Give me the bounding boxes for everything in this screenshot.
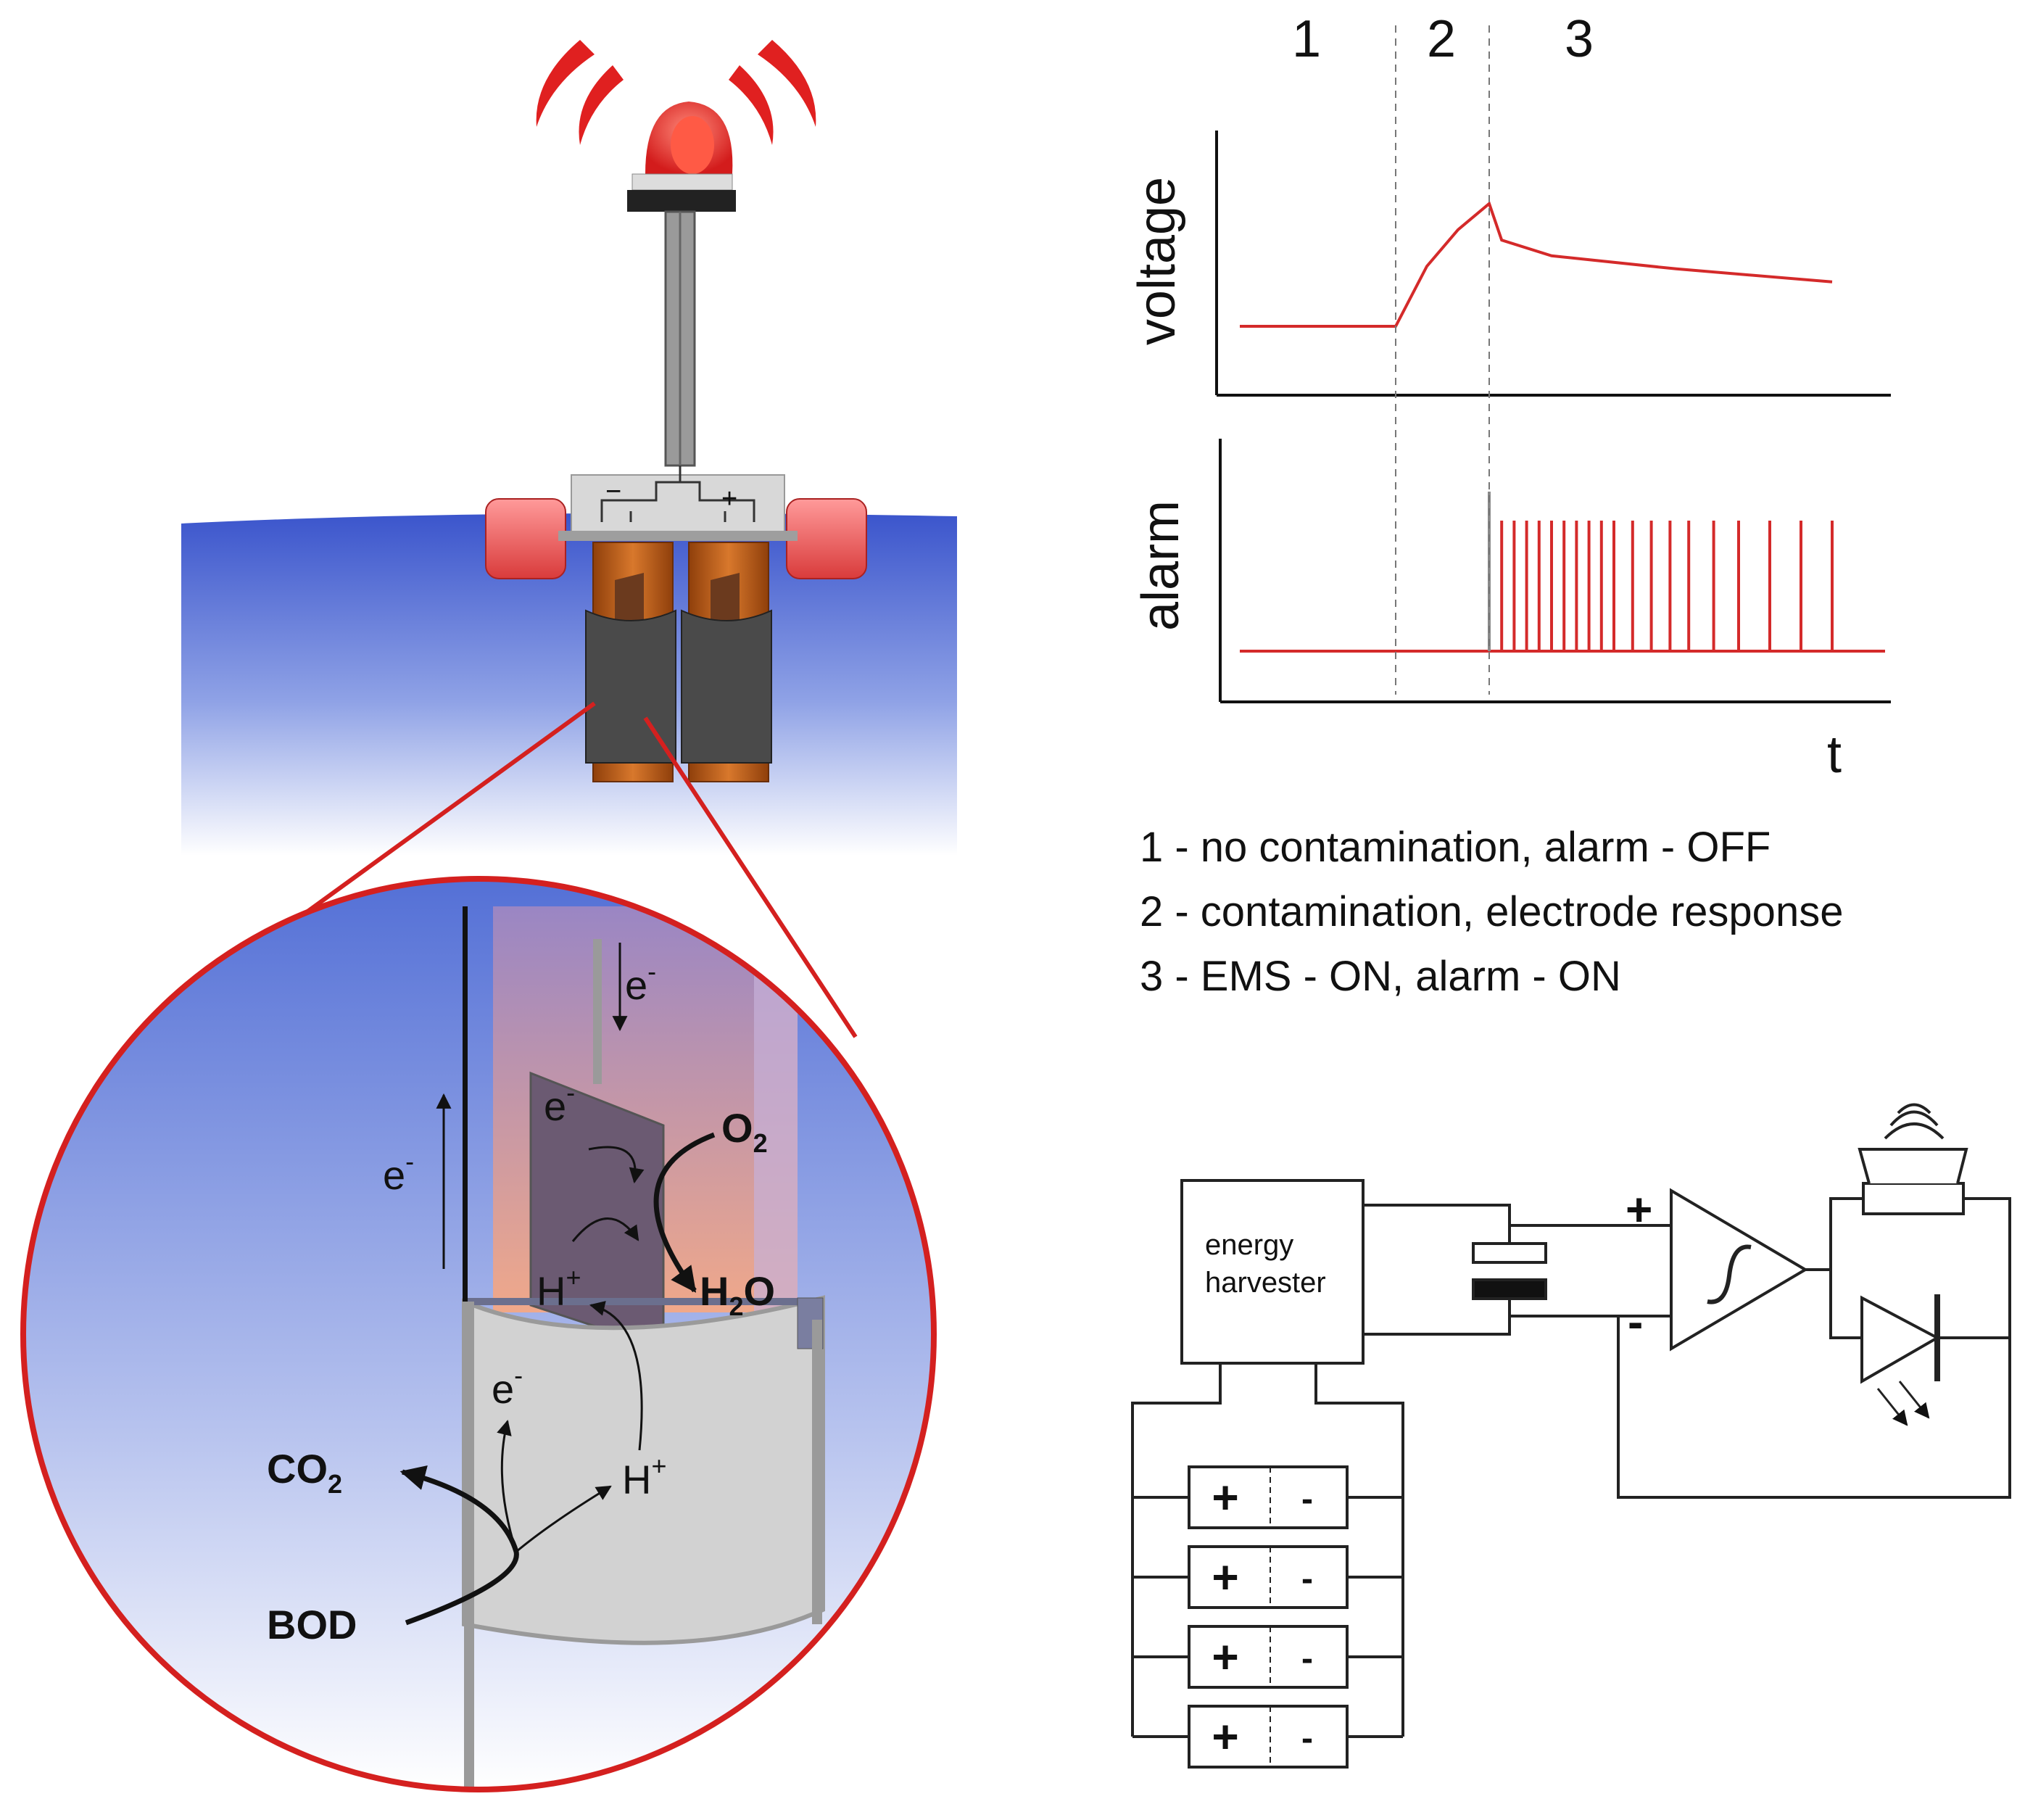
battery-minus-sign: - [1301,1480,1313,1518]
battery-plus-sign: + [1212,1551,1238,1603]
battery-minus-sign: - [1301,1719,1313,1758]
battery-minus-sign: - [1301,1560,1313,1598]
speaker-icon [1862,1182,1965,1215]
opamp-minus-sign: - [1628,1296,1643,1348]
bod-label: BOD [267,1602,357,1647]
legend-item-3: 3 - EMS - ON, alarm - ON [1140,953,1621,1000]
cathode-sign: + [721,484,737,514]
oxygen-label: O2 [721,1105,768,1158]
voltage-series-line [1240,201,1833,328]
electron-anode-label: e- [492,1360,523,1412]
battery-cell [1188,1705,1349,1769]
opamp-plus-sign: + [1626,1183,1652,1236]
electron-down-label: e- [625,956,656,1008]
battery-cell [1188,1465,1349,1529]
phase-label-3: 3 [1565,10,1594,68]
reaction-arrows [399,943,716,1626]
battery-minus-sign: - [1301,1639,1313,1678]
phase-label-1: 1 [1292,10,1321,68]
phase-label-2: 2 [1427,10,1456,68]
alarm-series [1240,492,1885,653]
alarm-beacon-icon [627,102,736,467]
capacitor-top-plate [1472,1242,1547,1264]
harvester-label-line1: energy [1205,1229,1293,1261]
voltage-axis-label: voltage [1128,177,1186,345]
anode-sign: − [605,476,621,507]
battery-cell [1188,1625,1349,1689]
battery-plus-sign: + [1212,1711,1238,1763]
phase-legend: 1 - no contamination, alarm - OFF 2 - co… [1140,824,1843,1000]
signal-chart: 1 2 3 voltage alarm t [1128,10,1891,784]
circuit-schematic [1131,1103,2011,1769]
battery-cell [1188,1545,1349,1609]
battery-plus-sign: + [1212,1631,1238,1683]
led-diode-icon [1860,1295,1941,1384]
time-axis-label: t [1827,726,1842,784]
electron-up-label: e- [383,1146,414,1198]
water-label: H2O [700,1268,775,1321]
legend-item-2: 2 - contamination, electrode response [1140,888,1843,935]
zoom-circle: e- e- e- O2 H+ H2O e- H+ CO2 BOD [20,876,937,1792]
energy-harvester-box [1180,1179,1365,1365]
sensor-housing: − + [485,466,867,782]
phase-dividers [1395,25,1490,695]
proton-upper-label: H+ [537,1262,581,1314]
proton-lower-label: H+ [622,1451,666,1502]
alarm-waves-icon [536,40,816,145]
battery-plus-sign: + [1212,1471,1238,1523]
co2-label: CO2 [267,1446,342,1499]
harvester-label-line2: harvester [1205,1267,1326,1299]
legend-item-1: 1 - no contamination, alarm - OFF [1140,824,1771,871]
comparator-opamp [1670,1188,1808,1352]
electron-plate-label: e- [544,1077,575,1129]
sigmoid-icon [1707,1244,1752,1304]
alarm-axis-label: alarm [1132,500,1190,631]
capacitor-bottom-plate [1472,1278,1547,1300]
